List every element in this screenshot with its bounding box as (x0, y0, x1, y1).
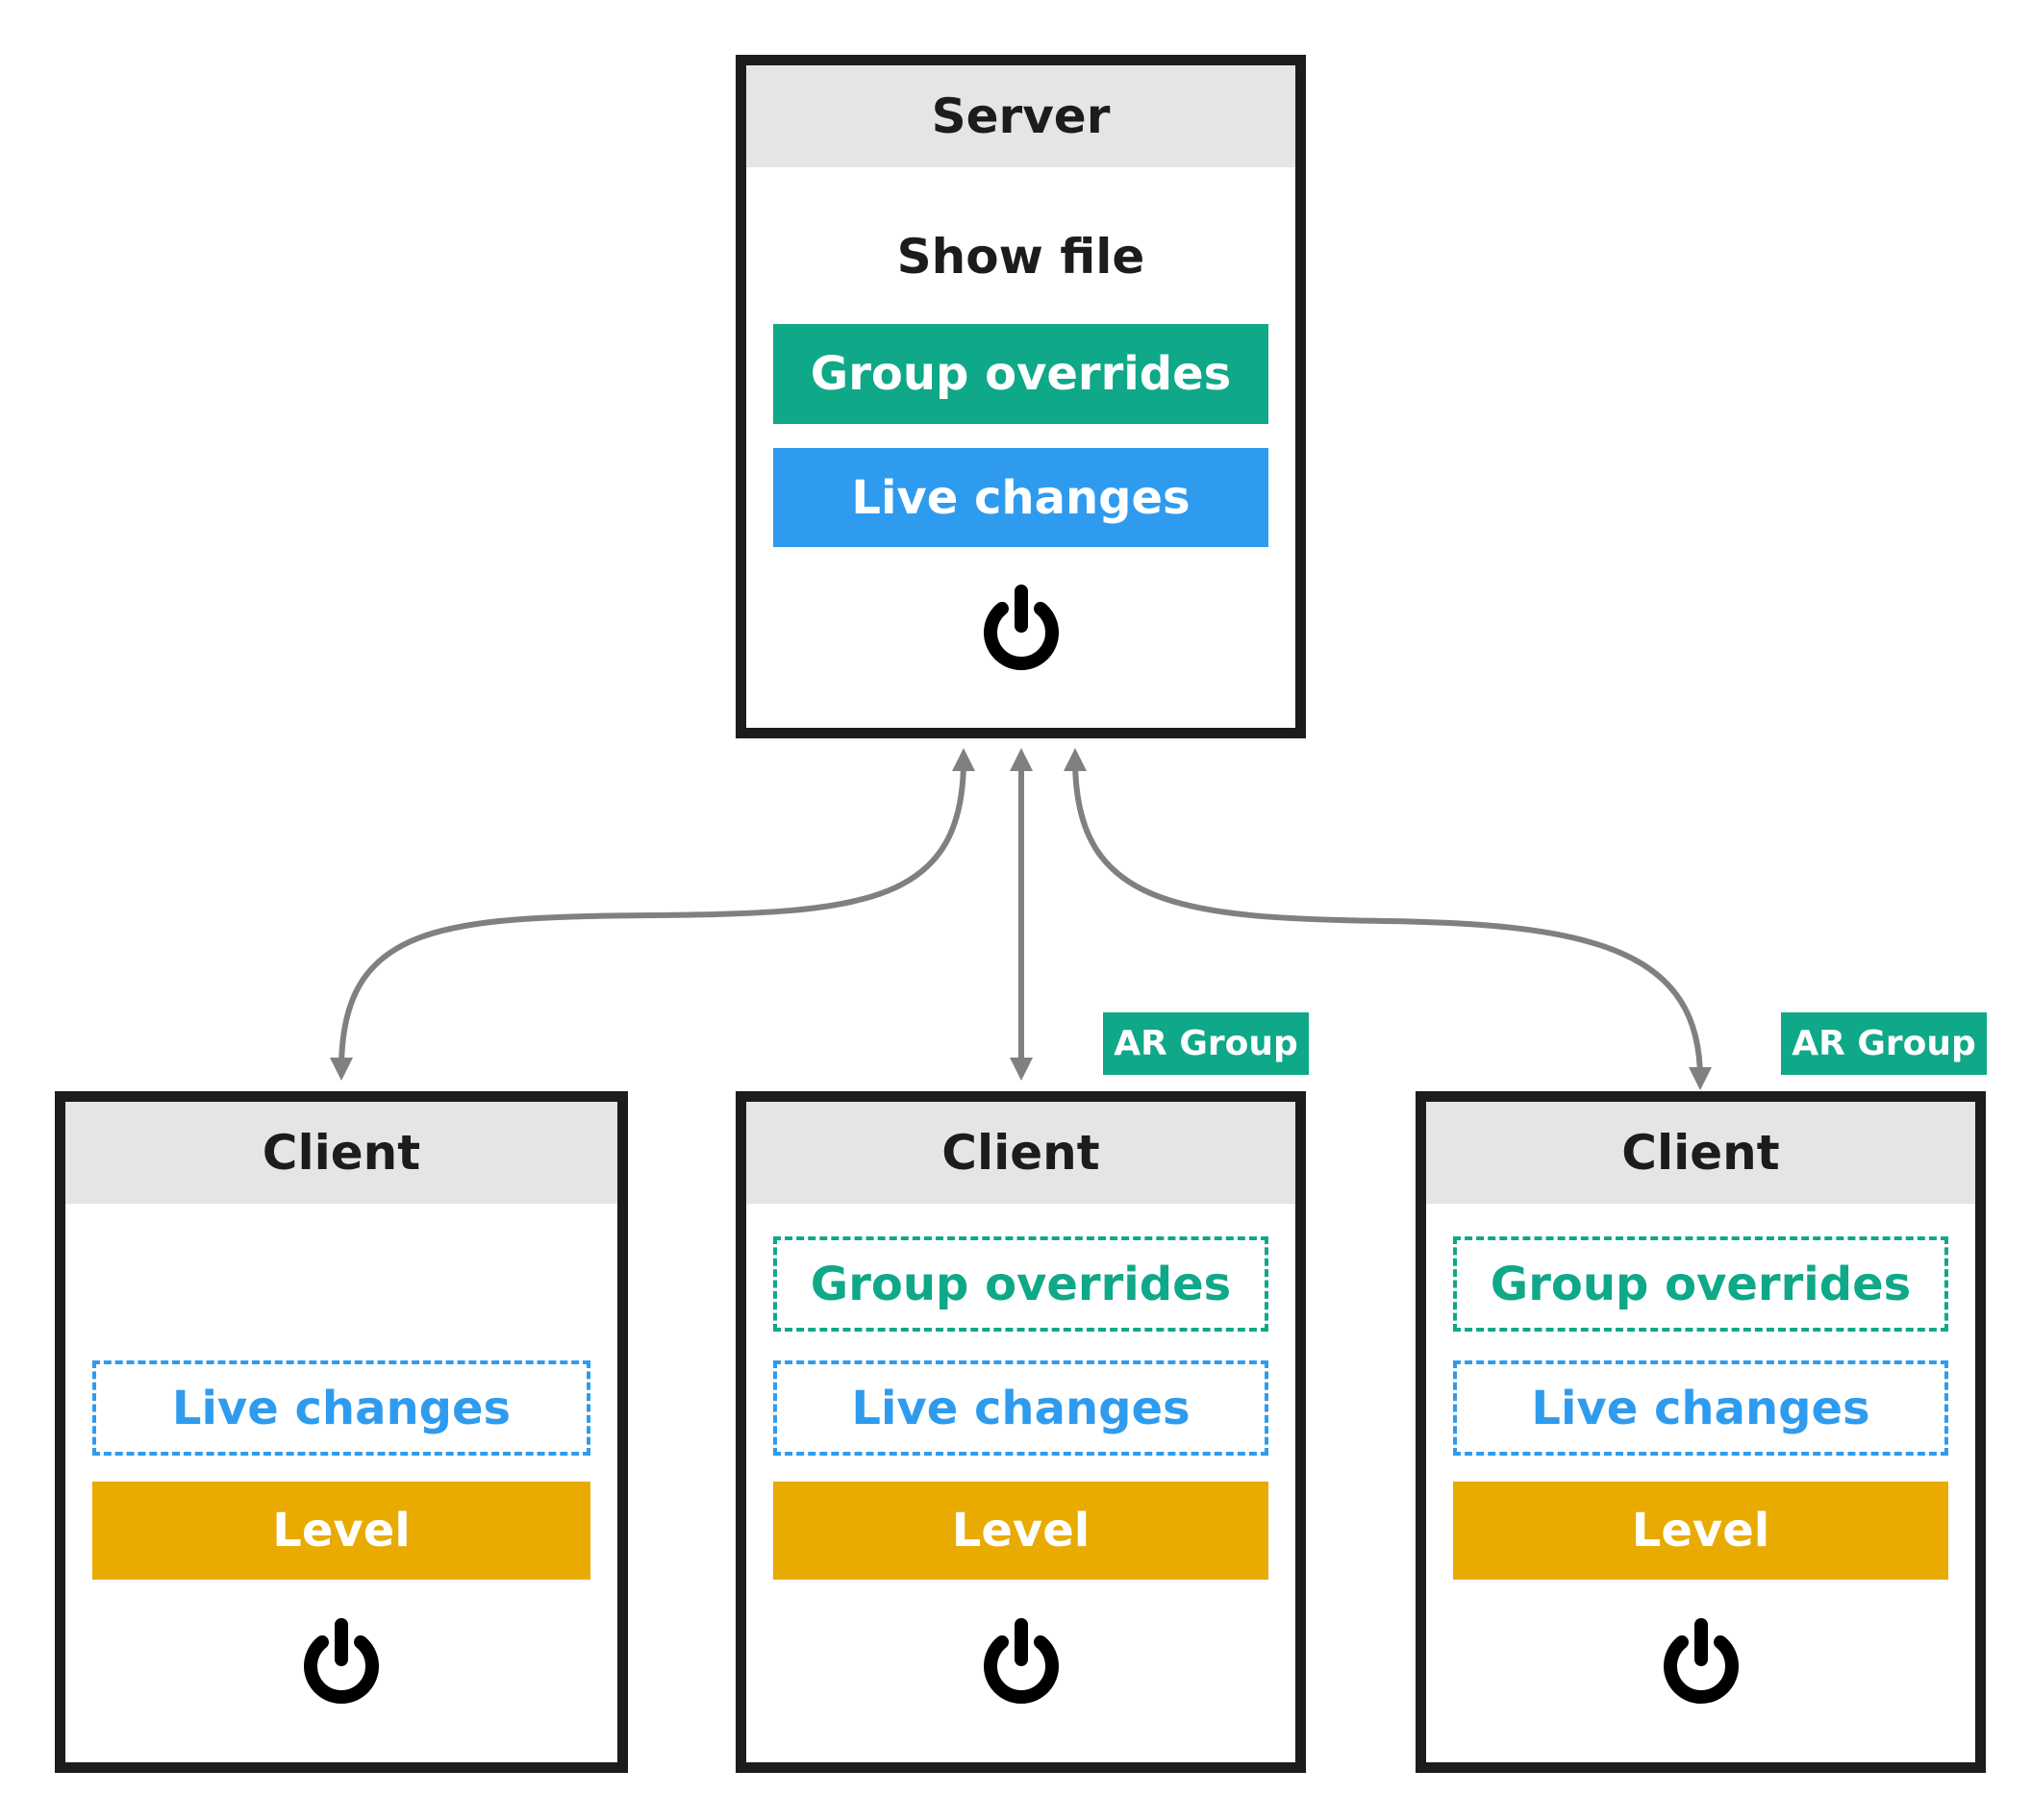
live-changes-block: Live changes (773, 448, 1268, 547)
group-overrides-block: Group overrides (1453, 1236, 1948, 1332)
level-block: Level (1453, 1482, 1948, 1580)
power-icon (983, 585, 1059, 670)
server-title: Server (746, 65, 1295, 167)
client-node-1: Client Live changes Level (55, 1091, 628, 1773)
live-changes-block: Live changes (1453, 1360, 1948, 1456)
group-overrides-block: Group overrides (773, 1236, 1268, 1332)
server-node: Server Show file Group overrides Live ch… (736, 55, 1306, 738)
client-title: Client (746, 1102, 1295, 1204)
live-changes-block: Live changes (92, 1360, 590, 1456)
power-icon (304, 1618, 379, 1704)
arrow-server-client-1 (330, 748, 975, 1081)
level-block: Level (92, 1482, 590, 1580)
client-title: Client (65, 1102, 617, 1204)
client-node-2: Client Group overrides Live changes Leve… (736, 1091, 1306, 1773)
show-file-label: Show file (896, 229, 1145, 285)
arrow-server-client-3 (1064, 748, 1712, 1090)
ar-group-tag: AR Group (1781, 1012, 1987, 1075)
group-overrides-block: Group overrides (773, 324, 1268, 424)
ar-group-tag: AR Group (1103, 1012, 1309, 1075)
client-title: Client (1426, 1102, 1975, 1204)
client-node-3: Client Group overrides Live changes Leve… (1416, 1091, 1986, 1773)
power-icon (983, 1618, 1059, 1704)
level-block: Level (773, 1482, 1268, 1580)
live-changes-block: Live changes (773, 1360, 1268, 1456)
power-icon (1663, 1618, 1739, 1704)
